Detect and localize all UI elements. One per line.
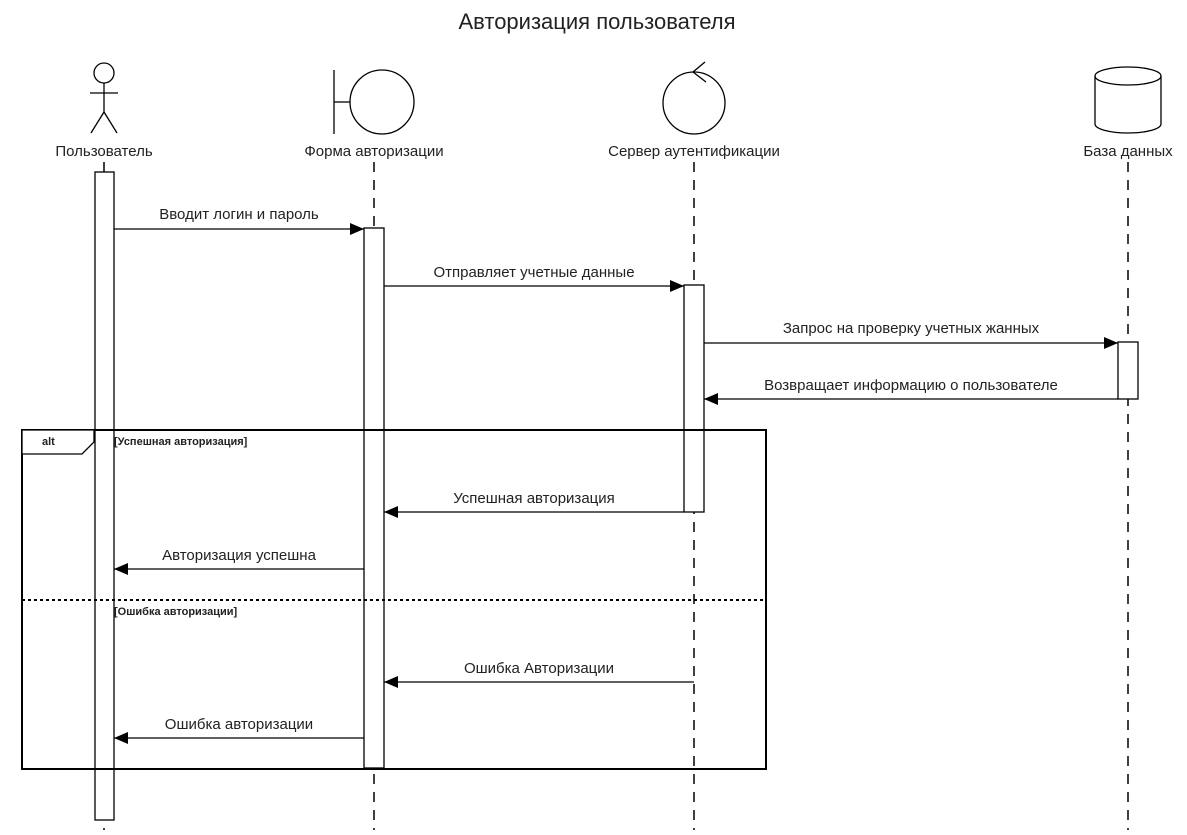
participant-server-label: Сервер аутентификации xyxy=(608,143,780,160)
message-8: Ошибка авторизации xyxy=(114,716,364,744)
message-2: Отправляет учетные данные xyxy=(384,264,684,292)
boundary-icon xyxy=(333,69,415,135)
message-6: Авторизация успешна xyxy=(114,547,364,575)
control-icon xyxy=(662,61,726,135)
fragment-guard-success: [Успешная авторизация] xyxy=(114,436,248,448)
message-3: Запрос на проверку учетных жанных xyxy=(704,320,1118,349)
fragment-guard-error: [Ошибка авторизации] xyxy=(114,606,238,618)
participant-form-label: Форма авторизации xyxy=(304,143,443,160)
activation-form xyxy=(363,227,385,769)
activation-user xyxy=(94,171,115,821)
message-8-label: Ошибка авторизации xyxy=(165,716,313,733)
message-7-label: Ошибка Авторизации xyxy=(464,660,614,677)
database-icon xyxy=(1094,66,1162,134)
message-6-label: Авторизация успешна xyxy=(162,547,317,564)
message-5: Успешная авторизация xyxy=(384,490,684,518)
participant-user-label: Пользователь xyxy=(55,143,153,160)
message-7: Ошибка Авторизации xyxy=(384,660,694,688)
message-4-label: Возвращает информацию о пользователе xyxy=(764,377,1058,394)
message-3-label: Запрос на проверку учетных жанных xyxy=(783,320,1040,337)
message-4: Возвращает информацию о пользователе xyxy=(704,377,1118,405)
participant-db-label: База данных xyxy=(1083,143,1173,160)
alt-fragment: alt [Успешная авторизация] [Ошибка автор… xyxy=(21,429,767,770)
fragment-operator: alt xyxy=(42,436,55,448)
activation-db xyxy=(1117,341,1139,400)
message-1-label: Вводит логин и пароль xyxy=(159,206,319,223)
message-1: Вводит логин и пароль xyxy=(114,206,364,235)
diagram-title: Авторизация пользователя xyxy=(458,9,735,34)
message-2-label: Отправляет учетные данные xyxy=(433,264,634,281)
message-5-label: Успешная авторизация xyxy=(453,490,615,507)
actor-icon xyxy=(90,62,118,134)
activation-server xyxy=(683,284,705,513)
